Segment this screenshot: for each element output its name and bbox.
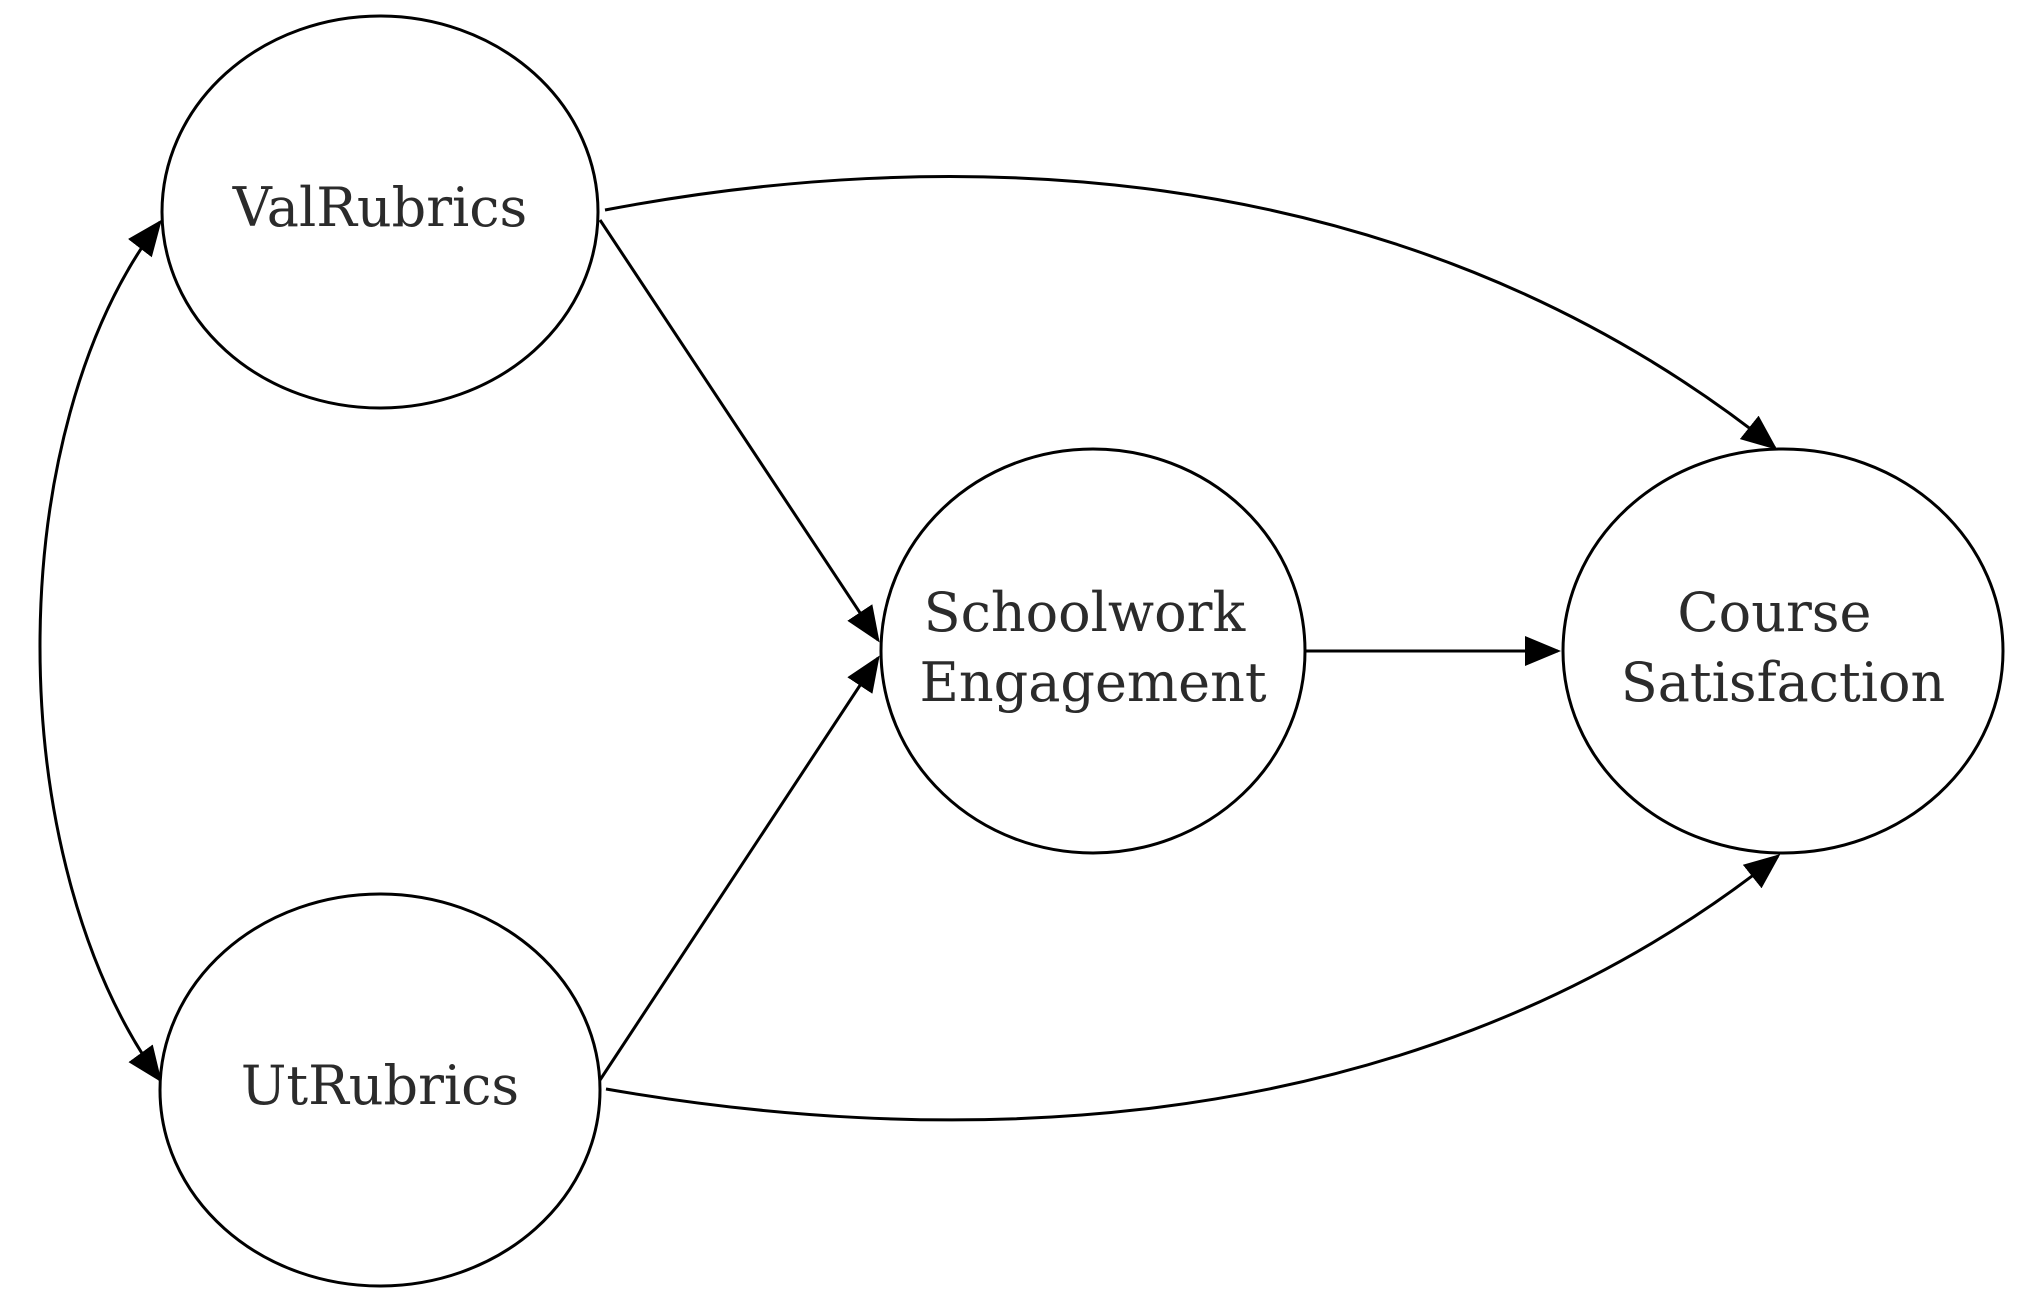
node-course-satisfaction-label-line-2: Satisfaction — [1621, 651, 1946, 714]
edges — [38, 175, 1781, 1122]
node-valrubrics: ValRubrics — [160, 14, 600, 410]
node-utrubrics: UtRubrics — [158, 892, 602, 1288]
edge-utrubrics-engagement — [598, 655, 880, 1081]
node-schoolwork-engagement-label-line-2: Engagement — [919, 651, 1266, 714]
node-schoolwork-engagement-label: Schoolwork Engagement — [919, 581, 1266, 714]
node-schoolwork-engagement-label-line-1: Schoolwork — [924, 581, 1247, 644]
node-course-satisfaction: Course Satisfaction — [1561, 447, 2005, 855]
node-utrubrics-label-line-1: UtRubrics — [241, 1054, 519, 1117]
node-utrubrics-circle — [158, 892, 602, 1288]
node-course-satisfaction-label: Course Satisfaction — [1621, 581, 1946, 714]
edge-valrubrics-satisfaction — [604, 175, 1778, 450]
node-course-satisfaction-label-line-1: Course — [1677, 581, 1871, 644]
edge-utrubrics-satisfaction — [605, 854, 1781, 1122]
node-course-satisfaction-circle — [1561, 447, 2005, 855]
node-utrubrics-label: UtRubrics — [241, 1054, 519, 1117]
node-schoolwork-engagement-circle — [879, 447, 1307, 855]
node-valrubrics-label: ValRubrics — [232, 176, 528, 239]
node-valrubrics-label-line-1: ValRubrics — [232, 176, 528, 239]
node-valrubrics-circle — [160, 14, 600, 410]
edge-valrubrics-utrubrics — [38, 219, 162, 1083]
edge-valrubrics-engagement — [598, 219, 880, 643]
node-schoolwork-engagement: Schoolwork Engagement — [879, 447, 1307, 855]
